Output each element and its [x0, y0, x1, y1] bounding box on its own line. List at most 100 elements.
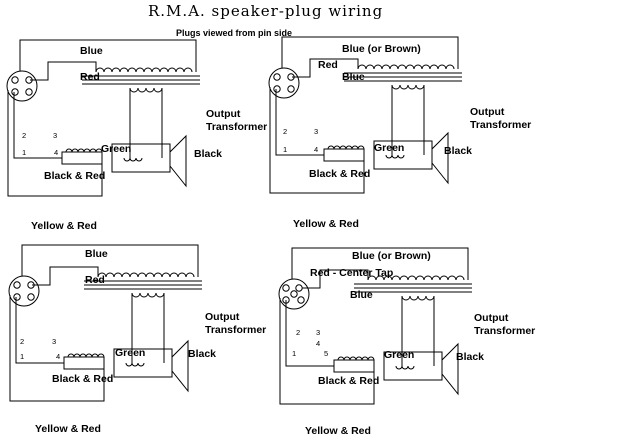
br-pin-5: 5 — [324, 349, 329, 358]
br-blue-label: Blue — [350, 289, 373, 301]
tl-yellow-red-label: Yellow & Red — [31, 220, 97, 232]
tl-pin-4: 4 — [54, 148, 59, 157]
tl-black-label: Black — [194, 148, 223, 160]
tr-yellow-red-label: Yellow & Red — [293, 218, 359, 230]
field-coil-form — [323, 148, 365, 162]
primary-winding — [367, 275, 465, 281]
plug-pin — [287, 85, 295, 93]
yellow-red-wire — [7, 90, 103, 197]
br-pin-2: 2 — [296, 328, 301, 337]
tr-transformer-label: Transformer — [470, 119, 532, 131]
br-yellow-red-label: Yellow & Red — [305, 425, 371, 437]
secondary-winding — [401, 295, 435, 301]
br-pin-1: 1 — [292, 349, 297, 358]
tr-output-label: Output — [470, 106, 505, 118]
black-red-wire — [15, 297, 64, 364]
field-coil-form — [61, 151, 103, 165]
voice-coil — [395, 365, 415, 370]
bl-pin-3: 3 — [52, 337, 57, 346]
plug-pin — [11, 76, 19, 84]
speaker-cone — [441, 342, 459, 396]
br-transformer-label: Transformer — [474, 325, 536, 337]
tl-green-label: Green — [101, 143, 132, 155]
br-blue-or-brown-label: Blue (or Brown) — [352, 250, 431, 262]
secondary-winding — [129, 87, 163, 93]
black-red-wire — [275, 89, 324, 156]
field-coil-winding — [327, 145, 365, 150]
bl-pin-1: 1 — [20, 352, 25, 361]
bl-blue-label: Blue — [85, 248, 108, 260]
tl-pin-1: 1 — [22, 148, 27, 157]
plug-pin — [27, 293, 35, 301]
br-black-label: Black — [456, 351, 485, 363]
tr-black-label: Black — [444, 145, 473, 157]
bl-pin-4: 4 — [56, 352, 61, 361]
plug-pin — [25, 88, 33, 96]
red-wire — [302, 269, 369, 289]
black-red-wire — [285, 300, 334, 367]
plug-pin — [11, 88, 19, 96]
tr-pin-3: 3 — [314, 127, 319, 136]
page-subtitle: Plugs viewed from pin side — [176, 28, 293, 38]
tr-pin-1: 1 — [283, 145, 288, 154]
primary-winding — [97, 272, 195, 278]
tl-pin-2: 2 — [22, 131, 27, 140]
br-pin-3: 3 — [316, 328, 321, 337]
blue-wire — [21, 244, 199, 277]
black-red-wire — [13, 92, 62, 159]
tr-red-label: Red — [318, 59, 338, 71]
bl-yellow-red-label: Yellow & Red — [35, 423, 101, 435]
bl-red-label: Red — [85, 274, 105, 286]
diagram-bottom-right — [278, 247, 472, 405]
br-output-label: Output — [474, 312, 509, 324]
secondary-winding — [391, 84, 425, 90]
field-coil-form — [333, 359, 375, 373]
tr-blue-label: Blue — [342, 71, 365, 83]
blue-wire — [291, 247, 469, 280]
tr-pin-4: 4 — [314, 145, 319, 154]
plug-body — [278, 278, 310, 310]
tl-black-red-label: Black & Red — [44, 170, 106, 182]
voice-coil — [385, 154, 405, 159]
br-green-label: Green — [384, 349, 415, 361]
speaker-cone — [431, 131, 449, 185]
br-pin-4: 4 — [316, 339, 321, 348]
plug-pin — [297, 296, 305, 304]
tr-blue-or-brown-label: Blue (or Brown) — [342, 43, 421, 55]
tr-pin-2: 2 — [283, 127, 288, 136]
plug-body — [268, 67, 300, 99]
yellow-red-wire — [279, 298, 375, 405]
bl-transformer-label: Transformer — [205, 324, 267, 336]
plug-body — [8, 275, 40, 307]
field-coil-form — [63, 356, 105, 370]
primary-winding — [357, 64, 455, 70]
tl-pin-3: 3 — [53, 131, 58, 140]
primary-winding — [95, 67, 193, 73]
plug-pin — [290, 290, 298, 298]
bl-black-label: Black — [188, 348, 217, 360]
diagram-top-right — [268, 36, 462, 194]
plug-pin — [13, 281, 21, 289]
blue-wire — [19, 39, 197, 72]
bl-black-red-label: Black & Red — [52, 373, 114, 385]
red-wire — [30, 61, 97, 81]
speaker-cone — [169, 134, 187, 188]
red-wire — [292, 58, 359, 78]
voice-coil — [125, 362, 145, 367]
field-coil-winding — [67, 353, 105, 358]
tl-red-label: Red — [80, 71, 100, 83]
field-coil-winding — [337, 356, 375, 361]
tl-transformer-label: Transformer — [206, 121, 268, 133]
speaker-cone — [171, 339, 189, 393]
yellow-red-wire — [9, 295, 105, 402]
plug-pin — [273, 73, 281, 81]
plug-pin — [13, 293, 21, 301]
tl-output-label: Output — [206, 108, 241, 120]
tl-blue-label: Blue — [80, 45, 103, 57]
bl-output-label: Output — [205, 311, 240, 323]
plug-pin — [282, 284, 290, 292]
red-wire — [32, 266, 99, 286]
blue-wire — [281, 36, 459, 69]
secondary-winding — [131, 292, 165, 298]
